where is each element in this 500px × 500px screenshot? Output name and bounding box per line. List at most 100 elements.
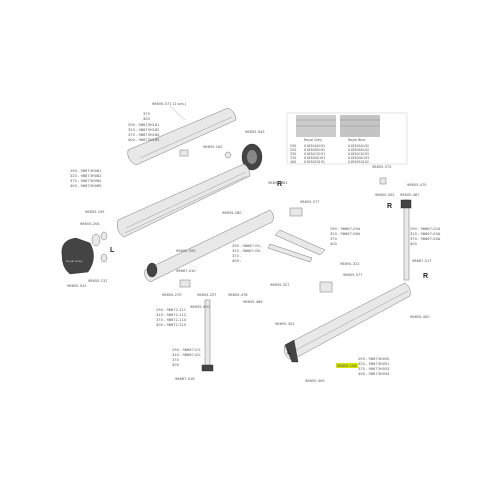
- highlight-part-code: 98655-108: [336, 363, 358, 368]
- svg-text:370 - 98667-04A: 370 - 98667-04A: [410, 237, 441, 241]
- bracket-icon: [289, 207, 303, 217]
- svg-text:320 - 98672-112: 320 - 98672-112: [156, 313, 186, 317]
- svg-text:98667-016: 98667-016: [175, 377, 195, 381]
- svg-text:98655-257: 98655-257: [197, 293, 217, 297]
- svg-text:98655-327: 98655-327: [270, 283, 290, 287]
- end-cap-right: [241, 143, 263, 171]
- svg-text:320 - 98673H182: 320 - 98673H182: [128, 128, 159, 132]
- svg-text:290 - 98672-111: 290 - 98672-111: [156, 308, 186, 312]
- svg-text:400: 400: [330, 242, 338, 246]
- svg-text:98655-452: 98655-452: [375, 193, 395, 197]
- svg-text:98655-355: 98655-355: [176, 249, 196, 253]
- svg-text:Royal Grey: Royal Grey: [304, 138, 322, 142]
- svg-text:400 - 98672-115: 400 - 98672-115: [156, 323, 186, 327]
- svg-text:320 - 98667-06A: 320 - 98667-06A: [330, 232, 361, 236]
- svg-text:370 - 98673H184: 370 - 98673H184: [128, 133, 160, 137]
- bracket-icon: [179, 279, 191, 288]
- svg-text:01830C0192: 01830C0192: [348, 152, 369, 156]
- svg-text:350: 350: [290, 152, 296, 156]
- svg-text:98655-343: 98655-343: [245, 130, 265, 134]
- svg-text:R: R: [277, 181, 282, 188]
- svg-text:98655-577: 98655-577: [343, 273, 363, 277]
- svg-text:98667-017: 98667-017: [412, 259, 432, 263]
- svg-text:01830C0191: 01830C0191: [304, 152, 325, 156]
- svg-text:290 - 98667-03-: 290 - 98667-03-: [172, 348, 202, 352]
- svg-text:98655-487: 98655-487: [400, 193, 420, 197]
- svg-text:400 - 98673H054: 400 - 98673H054: [358, 372, 390, 376]
- svg-text:290: 290: [290, 144, 296, 148]
- svg-text:98655-204: 98655-204: [80, 222, 100, 226]
- svg-text:320 - 98667-04-: 320 - 98667-04-: [172, 353, 202, 357]
- svg-text:98655-575: 98655-575: [372, 165, 392, 169]
- svg-text:400 - 98673H085: 400 - 98673H085: [70, 184, 101, 188]
- callout-label: 98655-571 (2 pcs.): [152, 102, 187, 106]
- svg-text:01830A0191: 01830A0191: [304, 144, 325, 148]
- svg-text:98655-409: 98655-409: [305, 379, 325, 383]
- svg-text:98655-137: 98655-137: [88, 279, 108, 283]
- svg-text:98655-470: 98655-470: [407, 183, 427, 187]
- svg-text:400 -: 400 -: [232, 259, 242, 263]
- fabric-housing: [284, 282, 411, 363]
- svg-text:98655-478: 98655-478: [228, 293, 248, 297]
- svg-text:370 - 98673H053: 370 - 98673H053: [358, 367, 389, 371]
- svg-text:370: 370: [143, 112, 151, 116]
- size-list-fabric: 290 - 98673H050 320 - 98673H051 370 - 98…: [358, 357, 390, 376]
- svg-text:R: R: [423, 273, 428, 280]
- svg-text:98655-577: 98655-577: [300, 200, 320, 204]
- svg-text:01830D0191: 01830D0191: [304, 156, 325, 160]
- svg-text:400: 400: [410, 242, 418, 246]
- svg-text:290 - 98673H181: 290 - 98673H181: [128, 123, 159, 127]
- svg-text:370: 370: [172, 358, 180, 362]
- right-leg: [400, 199, 412, 281]
- table-row: 350 01830C0191 01830C0192: [290, 152, 369, 156]
- svg-text:320 - 98667-03A: 320 - 98667-03A: [410, 232, 441, 236]
- svg-text:320: 320: [290, 148, 296, 152]
- svg-text:01830A0192: 01830A0192: [348, 144, 369, 148]
- svg-text:400: 400: [172, 363, 180, 367]
- svg-text:98655-162: 98655-162: [203, 145, 223, 149]
- svg-text:290 - 98667-05A: 290 - 98667-05A: [330, 227, 361, 231]
- svg-text:370: 370: [330, 237, 338, 241]
- bracket-icon: [179, 149, 189, 157]
- svg-text:370: 370: [290, 156, 296, 160]
- svg-text:98655-570: 98655-570: [190, 305, 210, 309]
- svg-text:98655-270: 98655-270: [162, 293, 182, 297]
- svg-text:320 - 98667-06-: 320 - 98667-06-: [232, 249, 262, 253]
- svg-text:98655-541: 98655-541: [67, 284, 87, 288]
- svg-text:98655-400: 98655-400: [410, 315, 430, 319]
- roller-tube: [144, 209, 274, 283]
- svg-text:01830E0191: 01830E0191: [304, 160, 325, 164]
- top-cover-panel: [127, 107, 237, 166]
- svg-text:290 - 98673H081: 290 - 98673H081: [70, 169, 101, 173]
- svg-text:L: L: [287, 349, 292, 356]
- size-list-leg: 290 - 98667-03- 320 - 98667-04- 370 400: [172, 348, 202, 367]
- size-list-top: 290 - 98673H181 320 - 98673H182 370 - 98…: [128, 123, 160, 142]
- svg-text:01830E0192: 01830E0192: [348, 160, 369, 164]
- left-end-cap: Royal Grey: [61, 237, 94, 275]
- table-row: 400 01830E0191 01830E0192: [290, 160, 369, 164]
- svg-text:290 - 98667-02A: 290 - 98667-02A: [410, 227, 441, 231]
- fabric-color-table: Royal Grey Royal Blue 290 01830A0191 018…: [286, 112, 408, 165]
- svg-text:98655-195: 98655-195: [85, 210, 105, 214]
- size-list-arm-right: 290 - 98667-05A 320 - 98667-06A 370 400: [330, 227, 361, 246]
- svg-text:98655-108: 98655-108: [337, 364, 357, 368]
- svg-text:98655-280: 98655-280: [222, 211, 242, 215]
- svg-text:01830B0192: 01830B0192: [348, 148, 369, 152]
- size-list-far-right: 290 - 98667-02A 320 - 98667-03A 370 - 98…: [410, 227, 441, 246]
- svg-text:R: R: [387, 203, 392, 210]
- svg-text:320 - 98673H051: 320 - 98673H051: [358, 362, 389, 366]
- left-arm: [201, 299, 214, 372]
- bracket-icon: [379, 177, 387, 185]
- screw-icon: [224, 151, 232, 159]
- table-row: 320 01830B0191 01830B0192: [290, 148, 369, 152]
- svg-text:Royal Grey: Royal Grey: [66, 259, 83, 263]
- bracket-icon: [319, 281, 333, 293]
- mid-arm: [267, 229, 326, 263]
- table-row: 370 01830D0191 01830D0192: [290, 156, 369, 160]
- size-list-arm-mid: 290 - 98667-05- 320 - 98667-06- 370 - 40…: [232, 244, 262, 263]
- svg-text:400: 400: [290, 160, 296, 164]
- svg-text:98655-381: 98655-381: [268, 181, 288, 185]
- svg-text:01830D0192: 01830D0192: [348, 156, 369, 160]
- main-housing: [117, 163, 251, 238]
